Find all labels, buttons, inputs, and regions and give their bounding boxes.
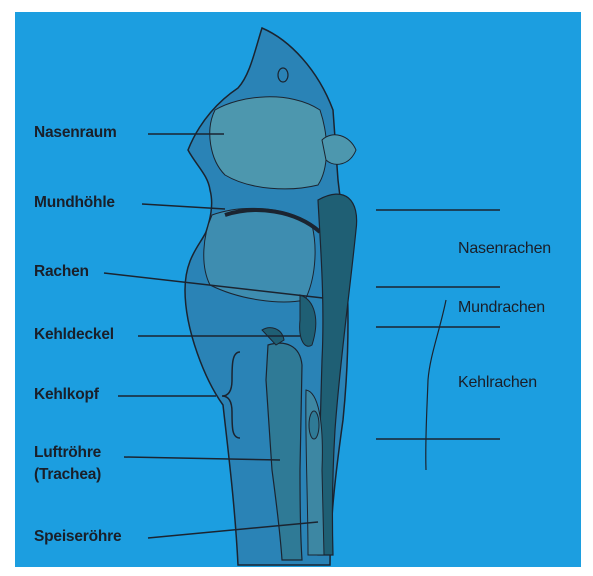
label-nasenraum: Nasenraum <box>34 124 117 142</box>
label-luftroehre: Luftröhre <box>34 444 101 462</box>
label-trachea: (Trachea) <box>34 466 101 484</box>
label-mundhoehle: Mundhöhle <box>34 194 115 212</box>
label-nasenrachen: Nasenrachen <box>458 240 551 258</box>
vocal-fold <box>309 411 319 439</box>
label-kehlkopf: Kehlkopf <box>34 386 99 404</box>
label-mundrachen: Mundrachen <box>458 299 545 317</box>
label-kehldeckel: Kehldeckel <box>34 326 114 344</box>
nasal-cavity <box>210 97 327 189</box>
oral-cavity <box>204 208 315 301</box>
label-speiseroehre: Speiseröhre <box>34 528 121 546</box>
label-rachen: Rachen <box>34 263 89 281</box>
label-kehlrachen: Kehlrachen <box>458 374 537 392</box>
